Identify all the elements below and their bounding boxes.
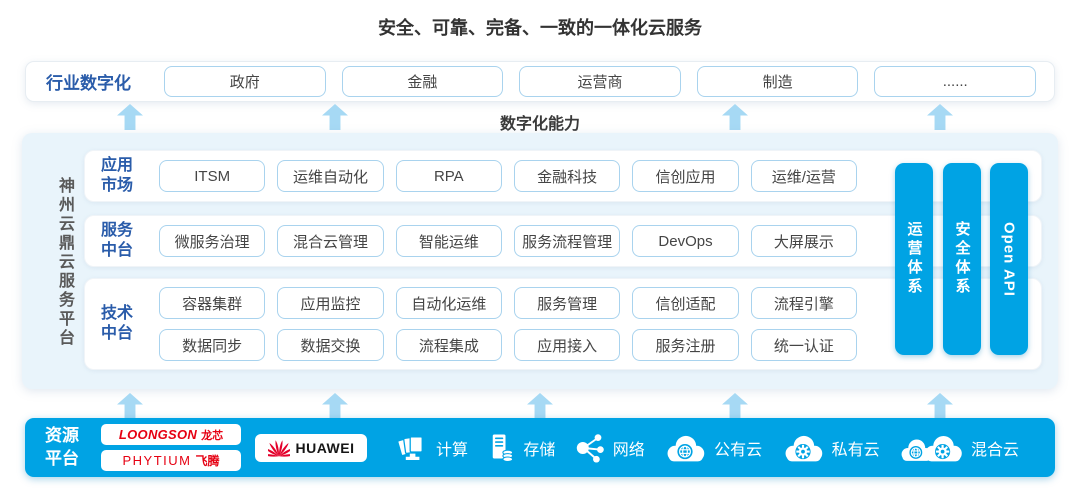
platform-name-vertical: 神州云鼎云服务平台: [56, 176, 73, 348]
capability-chip: 大屏展示: [750, 225, 857, 257]
industry-items: 政府 金融 运营商 制造 ......: [164, 66, 1036, 97]
industry-digitalization-row: 行业数字化 政府 金融 运营商 制造 ......: [25, 61, 1055, 102]
service-middle-platform-label: 服务中台: [101, 222, 134, 259]
capability-chip: 数据交换: [277, 329, 384, 361]
capability-chip: 应用接入: [514, 329, 621, 361]
capability-chip: 金融科技: [514, 160, 621, 192]
capability-chip: 应用监控: [277, 287, 384, 319]
capability-chip: 服务流程管理: [514, 225, 621, 257]
cloud-platform-panel: 神州云鼎云服务平台 应用市场 ITSM 运维自动化 RPA 金融科技 信创应用 …: [22, 133, 1058, 389]
industry-item-more: ......: [874, 66, 1036, 97]
up-arrow-icon: [527, 393, 553, 419]
phytium-logo-text: PHYTIUM: [122, 453, 192, 468]
storage-icon: [486, 432, 516, 464]
huawei-logo: HUAWEI: [255, 433, 367, 462]
capability-chip: 运维/运营: [750, 160, 857, 192]
resource-item-storage: 存储: [486, 432, 555, 464]
capability-chip: 智能运维: [395, 225, 502, 257]
industry-item-operator: 运营商: [519, 66, 681, 97]
tech-middle-platform-chips: 容器集群 应用监控 自动化运维 服务管理 信创适配 流程引擎 数据同步 数据交换…: [159, 287, 857, 361]
app-market-row: 应用市场 ITSM 运维自动化 RPA 金融科技 信创应用 运维/运营: [84, 150, 1042, 202]
phytium-logo-cn: 飞腾: [195, 454, 220, 468]
service-middle-platform-row: 服务中台 微服务治理 混合云管理 智能运维 服务流程管理 DevOps 大屏展示: [84, 215, 1042, 267]
resource-item-hybrid-cloud: 混合云: [898, 431, 1019, 465]
capability-chip: 流程集成: [395, 329, 502, 361]
service-middle-platform-chips: 微服务治理 混合云管理 智能运维 服务流程管理 DevOps 大屏展示: [159, 225, 857, 257]
capability-chip: 混合云管理: [277, 225, 384, 257]
security-system-bar: 安全体系: [943, 163, 981, 355]
capability-chip: 容器集群: [159, 287, 266, 319]
tech-middle-platform-label: 技术中台: [101, 305, 134, 342]
capability-chip: 统一认证: [750, 329, 857, 361]
hybrid-cloud-icon: [898, 431, 964, 465]
operation-system-bar: 运营体系: [895, 163, 933, 355]
resource-label: 存储: [523, 441, 556, 459]
phytium-logo: PHYTIUM 飞腾: [101, 450, 241, 471]
resource-item-network: 网络: [574, 432, 645, 464]
private-cloud-icon: [781, 431, 825, 465]
open-api-bar: Open API: [990, 163, 1028, 355]
up-arrow-icon: [722, 393, 748, 419]
compute-icon: [397, 432, 429, 464]
capability-chip: 信创应用: [632, 160, 739, 192]
resource-label: 计算: [436, 441, 469, 459]
capability-chip: DevOps: [632, 225, 739, 257]
capability-chip: 自动化运维: [395, 287, 502, 319]
capability-chip: 流程引擎: [750, 287, 857, 319]
industry-item-government: 政府: [164, 66, 326, 97]
capability-chip: ITSM: [159, 160, 266, 192]
up-arrow-icon: [322, 393, 348, 419]
loongson-logo: LOONGSON 龙芯: [101, 424, 241, 445]
chip-vendor-logos: LOONGSON 龙芯 PHYTIUM 飞腾: [101, 424, 241, 471]
resource-label: 私有云: [831, 441, 880, 459]
capability-chip: 服务注册: [632, 329, 739, 361]
capability-chip: 服务管理: [514, 287, 621, 319]
resource-item-public-cloud: 公有云: [663, 431, 762, 465]
capability-chip: 微服务治理: [159, 225, 266, 257]
app-market-chips: ITSM 运维自动化 RPA 金融科技 信创应用 运维/运营: [159, 160, 857, 192]
resource-label: 公有云: [714, 441, 763, 459]
resource-label: 网络: [612, 441, 645, 459]
up-arrow-icon: [117, 393, 143, 419]
resource-platform-bar: 资源平台 LOONGSON 龙芯 PHYTIUM 飞腾: [25, 418, 1055, 477]
capability-chip: 信创适配: [632, 287, 739, 319]
capability-chip: 数据同步: [159, 329, 266, 361]
public-cloud-icon: [663, 431, 707, 465]
industry-row-label: 行业数字化: [46, 74, 131, 93]
app-market-label: 应用市场: [101, 157, 134, 194]
industry-item-manufacturing: 制造: [696, 66, 859, 97]
resource-item-private-cloud: 私有云: [781, 431, 880, 465]
industry-item-finance: 金融: [341, 66, 504, 97]
huawei-flower-icon: [267, 437, 290, 459]
digital-capability-label: 数字化能力: [499, 116, 580, 133]
capability-chip: RPA: [395, 160, 502, 192]
page-title: 安全、可靠、完备、一致的一体化云服务: [378, 18, 702, 38]
loongson-logo-cn: 龙芯: [201, 429, 224, 442]
up-arrow-icon: [927, 393, 953, 419]
resource-items: 计算 存储: [397, 431, 1019, 465]
huawei-logo-text: HUAWEI: [295, 439, 355, 456]
tech-middle-platform-row: 技术中台 容器集群 应用监控 自动化运维 服务管理 信创适配 流程引擎 数据同步…: [84, 278, 1042, 370]
resource-label: 混合云: [970, 441, 1019, 459]
resource-item-compute: 计算: [397, 432, 468, 464]
network-icon: [574, 432, 606, 464]
capability-chip: 运维自动化: [277, 160, 384, 192]
loongson-logo-text: LOONGSON: [118, 427, 198, 442]
resource-platform-label: 资源平台: [45, 426, 79, 468]
